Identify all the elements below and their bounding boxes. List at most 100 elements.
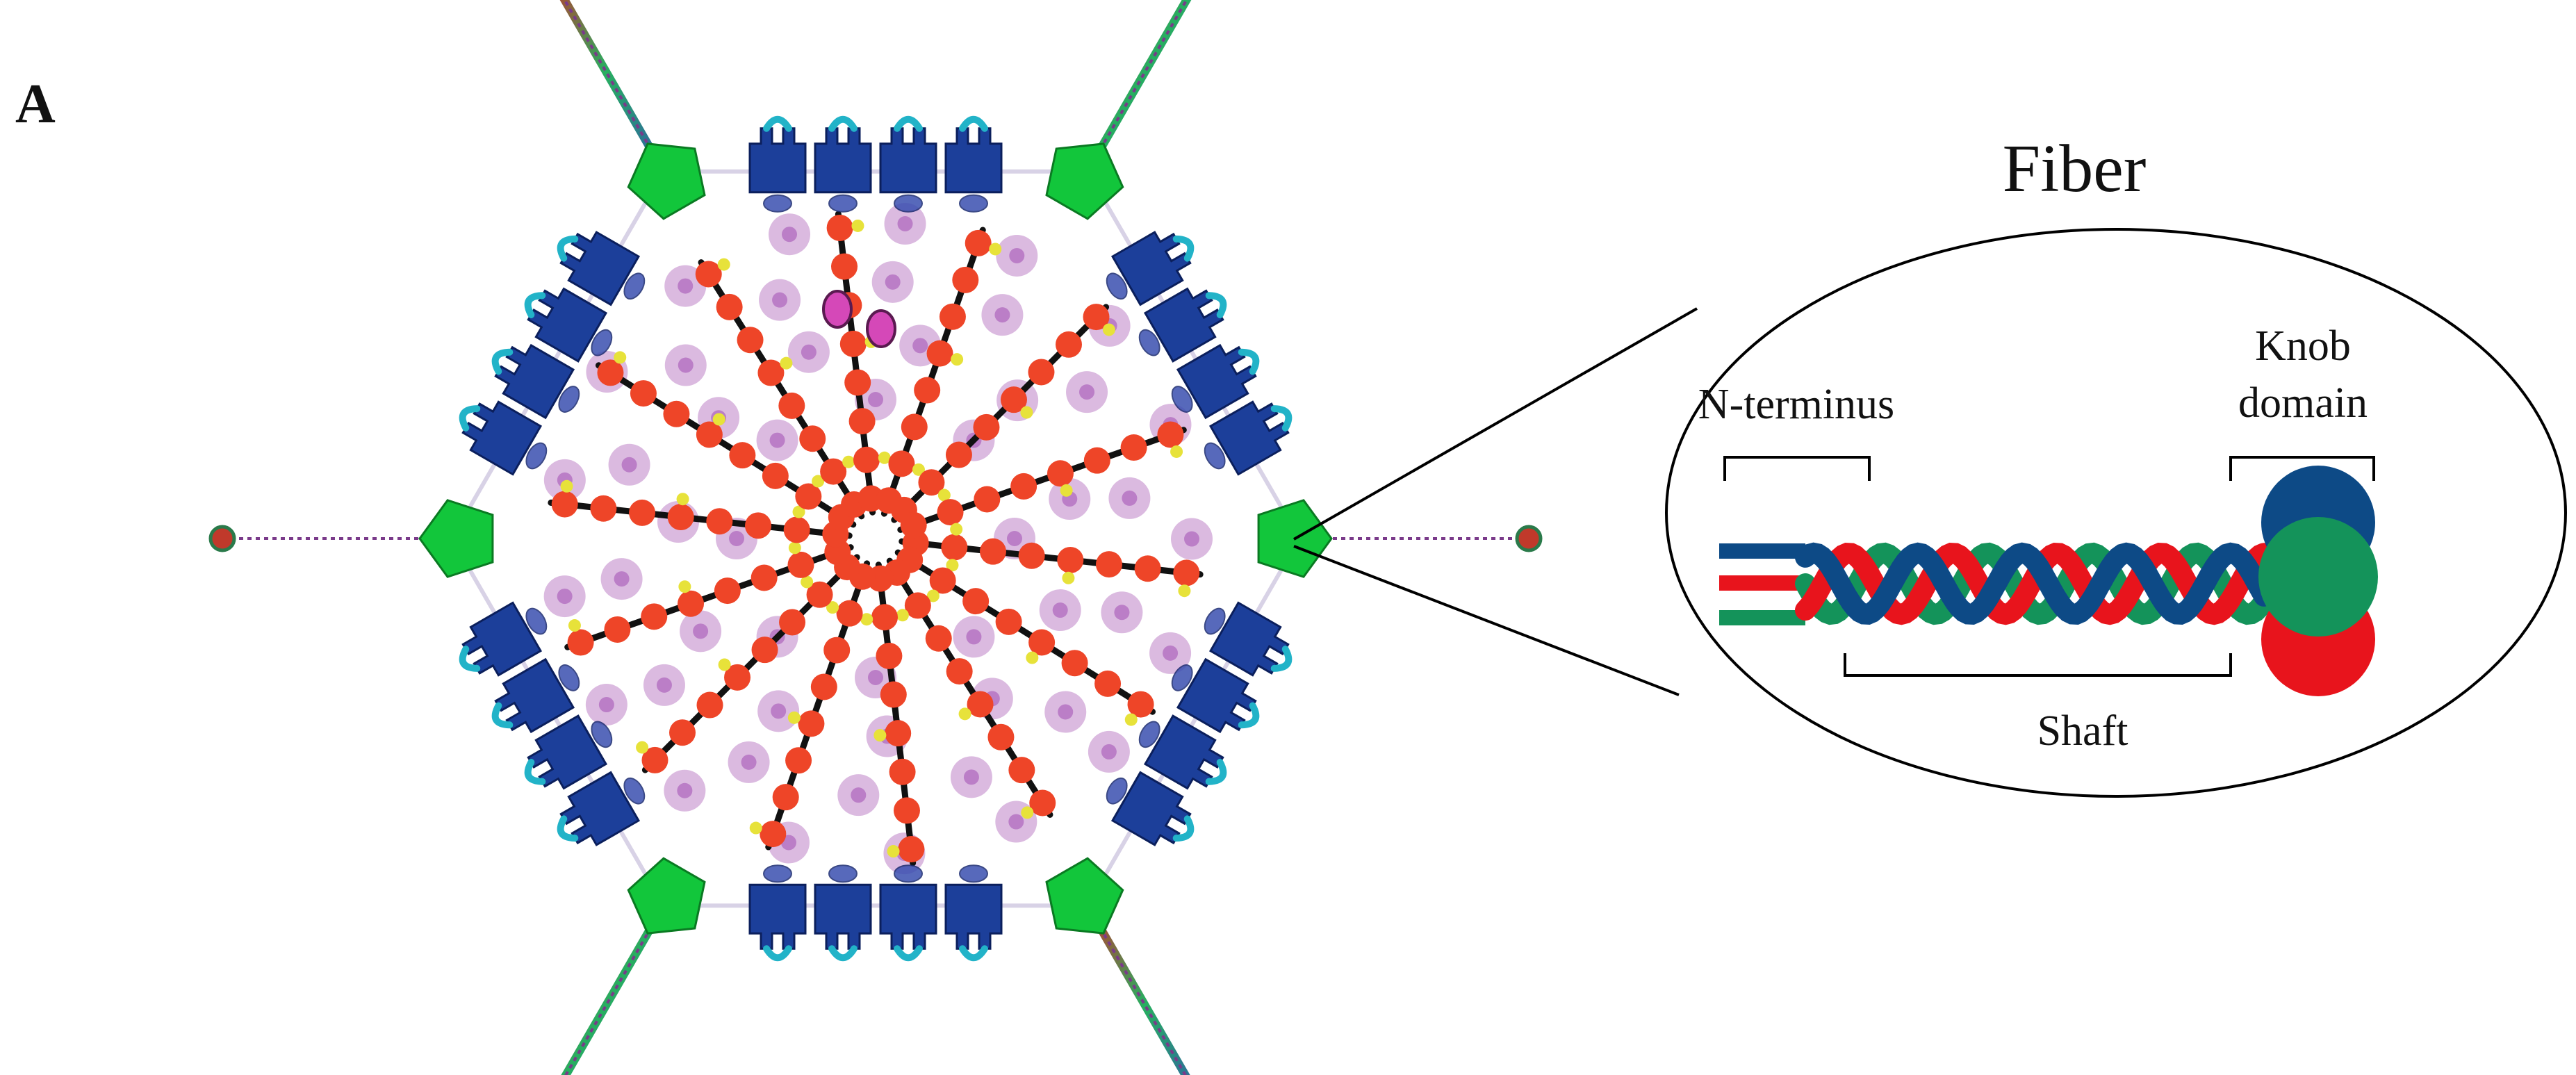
core-protein-bead xyxy=(783,516,810,543)
hexon-block xyxy=(1208,400,1290,476)
tail-red xyxy=(1719,575,1805,591)
core-protein-bead xyxy=(716,293,743,320)
core-protein-bead xyxy=(925,625,952,652)
penton-base xyxy=(1045,857,1124,935)
protein-cloud-core xyxy=(994,307,1010,323)
hexon-loop xyxy=(524,292,546,319)
hexon-loop xyxy=(959,945,988,962)
core-protein-bead xyxy=(750,564,778,591)
hexon-edge xyxy=(459,601,646,846)
n-terminus-label: N-terminus xyxy=(1698,381,1894,428)
hexon-block xyxy=(461,601,543,677)
core-protein-bead xyxy=(1057,546,1084,573)
minor-capsid-protein xyxy=(525,442,548,470)
core-protein-bead xyxy=(1029,789,1056,816)
core-protein-bead xyxy=(795,483,822,510)
core-protein-bead xyxy=(798,710,825,737)
core-protein-bead xyxy=(1010,473,1037,500)
hexon-block xyxy=(944,127,1003,194)
small-protein-bead xyxy=(614,351,627,364)
core-protein-bead xyxy=(729,442,756,469)
hexon-loop xyxy=(491,702,514,729)
shaft-label: Shaft xyxy=(2037,707,2128,755)
protein-cloud-core xyxy=(1114,605,1130,621)
hexon-loop xyxy=(557,235,579,262)
hexon-block xyxy=(1110,231,1192,306)
core-protein-bead xyxy=(893,797,920,824)
core-protein-bead xyxy=(885,720,912,747)
shaft-helix xyxy=(1795,542,2274,625)
core-protein-bead xyxy=(678,590,705,617)
core-protein-bead xyxy=(946,658,973,685)
core-protein-bead xyxy=(820,458,847,485)
penton-base xyxy=(1045,142,1124,220)
small-protein-bead xyxy=(946,559,959,572)
shaft-bracket xyxy=(1844,653,2232,677)
hexon-loop xyxy=(828,115,858,132)
hexon-block xyxy=(461,400,543,476)
core-protein-bead xyxy=(567,629,594,656)
small-protein-bead xyxy=(792,505,805,518)
core-protein-bead xyxy=(1120,434,1147,461)
protein-cloud-core xyxy=(678,357,694,373)
core-protein-bead xyxy=(757,359,785,386)
small-protein-bead xyxy=(568,619,581,632)
core-protein-bead xyxy=(663,400,690,427)
hexon-loop xyxy=(763,945,792,962)
core-protein-bead xyxy=(826,214,853,241)
small-protein-bead xyxy=(826,601,839,614)
core-protein-bead xyxy=(929,567,956,594)
protein-cloud-core xyxy=(868,392,883,407)
minor-capsid-protein xyxy=(623,777,646,805)
small-protein-bead xyxy=(676,493,689,506)
protein-cloud-core xyxy=(897,215,913,231)
core-protein-bead xyxy=(1157,421,1184,448)
core-protein-bead xyxy=(630,380,657,407)
core-protein-bead xyxy=(967,691,994,718)
protein-cloud-core xyxy=(1101,744,1117,760)
small-protein-bead xyxy=(1170,445,1183,458)
hexon-block xyxy=(527,287,608,363)
core-protein-bead xyxy=(898,836,925,863)
small-protein-bead xyxy=(851,219,864,232)
helix-strand xyxy=(1795,542,2274,625)
hexon-block xyxy=(944,883,1003,950)
minor-capsid-protein xyxy=(1106,777,1128,805)
core-protein-bead xyxy=(888,450,915,477)
knob-green xyxy=(2258,517,2378,637)
hexon-loop xyxy=(763,115,792,132)
core-protein-bead xyxy=(641,746,668,773)
protein-cloud-core xyxy=(1183,531,1199,547)
protein-cloud-core xyxy=(741,754,757,770)
core-protein-bead xyxy=(590,495,617,522)
minor-capsid-protein xyxy=(894,864,923,883)
small-protein-bead xyxy=(812,475,825,488)
small-protein-bead xyxy=(1026,651,1039,664)
core-protein-bead xyxy=(823,637,851,664)
protein-cloud-core xyxy=(614,571,630,587)
hexon-block xyxy=(559,231,641,306)
protein-cloud-core xyxy=(769,432,785,448)
small-protein-bead xyxy=(937,489,951,502)
protein-cloud-core xyxy=(801,344,817,360)
small-protein-bead xyxy=(878,451,891,464)
core-protein-bead xyxy=(1047,460,1074,487)
protein-cloud-core xyxy=(557,589,573,605)
core-protein-bead xyxy=(974,486,1001,513)
core-protein-bead xyxy=(844,369,871,396)
core-protein-bead xyxy=(1018,542,1045,569)
core-protein-bead xyxy=(1134,555,1161,582)
minor-capsid-protein xyxy=(1171,664,1193,691)
small-protein-bead xyxy=(678,580,691,593)
protein-cloud-core xyxy=(1009,247,1025,263)
small-protein-bead xyxy=(887,845,900,858)
core-protein-bead xyxy=(848,408,876,435)
hexon-block xyxy=(1208,601,1290,677)
penton-fibers xyxy=(208,0,1543,1075)
hexon-loop xyxy=(1270,405,1293,432)
core-protein-bead xyxy=(778,392,805,419)
core-protein-bead xyxy=(714,577,741,605)
hexon-loop xyxy=(1205,758,1227,785)
small-protein-bead xyxy=(1060,484,1073,497)
hexon-block xyxy=(814,883,872,950)
